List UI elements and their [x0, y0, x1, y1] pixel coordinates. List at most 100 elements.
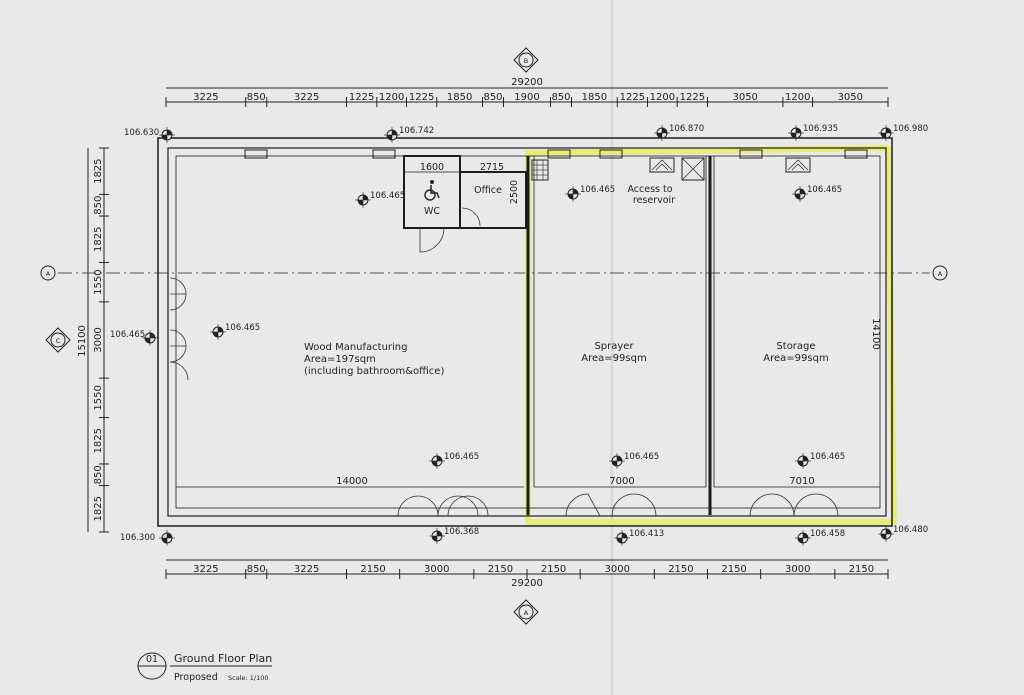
wc-office-block [403, 155, 527, 253]
title-main: Ground Floor Plan [174, 652, 272, 665]
dim-left-5: 1550 [93, 385, 104, 410]
dim-overall-left: 15100 [77, 325, 88, 357]
dim-top-9: 850 [551, 92, 570, 103]
level-value-top-2: 106.870 [669, 124, 704, 134]
room-label-storage-area: Area=99sqm [763, 353, 828, 364]
bottom-dimension-string: 3225 850 3225 2150 3000 2150 2150 3000 2150 2150 3… [165, 564, 889, 579]
reservoir-hatch-icon [681, 157, 705, 181]
wc-door-swing [419, 227, 445, 253]
room-label-sprayer-area: Area=99sqm [581, 353, 646, 364]
axis-marker-right: A [932, 265, 948, 281]
dim-left-7: 850 [93, 465, 104, 484]
title-number: 01 [146, 654, 158, 665]
dim-inner-wood: 14000 [336, 476, 368, 487]
level-value-left-mid: 106.465 [110, 330, 145, 340]
dim-top-6: 1850 [447, 92, 472, 103]
dim-bottom-2: 3225 [294, 564, 319, 575]
dim-bottom-0: 3225 [193, 564, 218, 575]
dim-top-0: 3225 [193, 92, 218, 103]
dim-top-13: 1225 [680, 92, 705, 103]
dim-inner-storage: 7010 [789, 476, 814, 487]
level-value-top-right-corner: 106.980 [893, 124, 928, 134]
dim-top-10: 1850 [582, 92, 607, 103]
level-marker-sprayer-lower: 106.465 [609, 452, 659, 469]
dim-office-width: 2715 [480, 162, 504, 173]
level-marker-top-3: 106.935 [788, 124, 838, 141]
grid-marker-top-label: B [524, 57, 528, 65]
axis-marker-left: A [40, 265, 56, 281]
level-marker-bottom-right-corner: 106.480 [878, 525, 928, 542]
level-value-sprayer-lower: 106.465 [624, 452, 659, 462]
level-marker-top-1: 106.742 [384, 126, 434, 143]
level-value-top-left-corner: 106.630 [124, 128, 159, 138]
level-value-wood-lower: 106.465 [444, 452, 479, 462]
dim-bottom-8: 2150 [668, 564, 693, 575]
level-value-bottom-1: 106.368 [444, 527, 479, 537]
dim-left-3: 1550 [93, 269, 104, 294]
dim-inner-storage-depth: 14100 [870, 318, 881, 350]
title-status: Proposed [174, 672, 218, 683]
dim-top-14: 3050 [732, 92, 757, 103]
dim-left-8: 1825 [93, 496, 104, 521]
dim-bottom-4: 3000 [424, 564, 449, 575]
dim-inner-sprayer: 7000 [609, 476, 634, 487]
dim-top-4: 1200 [379, 92, 404, 103]
dim-left-2: 1825 [93, 227, 104, 252]
level-value-bottom-right-corner: 106.480 [893, 525, 928, 535]
level-markers: 106.630 106.742 106.870 106.935 106.980 106.4… [110, 124, 928, 546]
level-marker-wood-inner-left: 106.465 [210, 323, 260, 340]
level-value-storage-upper: 106.465 [807, 185, 842, 195]
room-label-wood-note: (including bathroom&office) [304, 366, 444, 377]
axis-marker-right-label: A [938, 270, 943, 278]
level-marker-wood-inner-upper: 106.465 [355, 191, 405, 208]
dim-top-2: 3225 [294, 92, 319, 103]
stair-icon-sprayer [649, 157, 675, 173]
level-value-top-1: 106.742 [399, 126, 434, 136]
outer-wall [157, 137, 893, 527]
dim-top-1: 850 [247, 92, 266, 103]
dim-overall-bottom: 29200 [511, 578, 543, 589]
level-value-bottom-2: 106.413 [629, 529, 664, 539]
dim-bottom-7: 3000 [605, 564, 630, 575]
dim-top-7: 850 [483, 92, 502, 103]
grid-marker-left: C [45, 327, 71, 353]
level-value-sprayer-upper: 106.465 [580, 185, 615, 195]
room-label-wc: WC [424, 206, 440, 217]
grid-marker-bottom-label: A [524, 609, 529, 617]
dim-bottom-6: 2150 [541, 564, 566, 575]
title-scale: Scale: 1/100 [228, 674, 268, 682]
axis-marker-left-label: A [46, 270, 51, 278]
dim-bottom-5: 2150 [488, 564, 513, 575]
level-marker-storage-lower: 106.465 [795, 452, 845, 469]
left-wall-doors [169, 277, 189, 381]
level-marker-bottom-left-corner: 106.300 [120, 530, 175, 546]
grid-marker-left-label: C [56, 337, 61, 345]
top-wall-openings [244, 149, 868, 159]
grid-marker-top: B [513, 47, 539, 73]
level-marker-bottom-1: 106.368 [429, 527, 479, 544]
dim-bottom-11: 2150 [849, 564, 874, 575]
dim-bottom-9: 2150 [721, 564, 746, 575]
level-marker-top-left-corner: 106.630 [124, 127, 175, 143]
dim-bottom-10: 3000 [785, 564, 810, 575]
title-block: 01 Ground Floor Plan Proposed Scale: 1/1… [137, 652, 272, 683]
dim-top-8: 1900 [514, 92, 539, 103]
office-door-swing [461, 207, 481, 227]
dim-bottom-1: 850 [247, 564, 266, 575]
level-marker-top-2: 106.870 [654, 124, 704, 141]
outer-wall-inner-line [167, 147, 887, 517]
room-label-access-2: reservoir [633, 195, 675, 206]
room-label-access-1: Access to [627, 184, 672, 195]
level-marker-left-mid: 106.465 [110, 330, 158, 346]
level-value-wood-inner-left: 106.465 [225, 323, 260, 333]
dim-overall-top: 29200 [511, 77, 543, 88]
dim-top-15: 1200 [785, 92, 810, 103]
level-marker-top-right-corner: 106.980 [878, 124, 928, 141]
level-value-wood-inner-upper: 106.465 [370, 191, 405, 201]
grid-marker-bottom: A [513, 599, 539, 625]
level-marker-storage-upper: 106.465 [792, 185, 842, 202]
room-label-wood-area: Area=197sqm [304, 354, 376, 365]
